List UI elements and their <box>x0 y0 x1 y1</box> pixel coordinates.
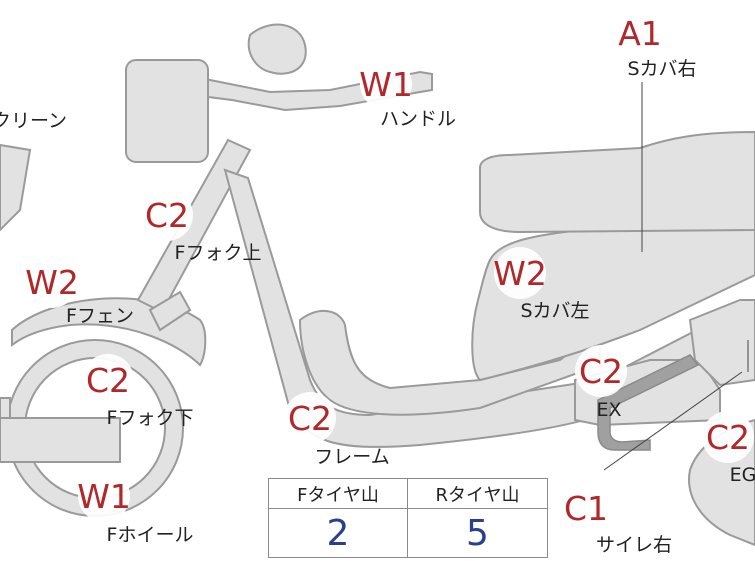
grade-badge-handle <box>360 58 412 110</box>
grade-text-engine: C2 <box>706 418 750 457</box>
grade-badge-frame <box>284 392 336 444</box>
part-label-exhaust: EX <box>596 399 621 421</box>
grade-text-scover-right: A1 <box>618 14 662 53</box>
grade-text-handle: W1 <box>359 65 413 104</box>
part-scover-right: A1 Sカバ右 <box>614 7 697 80</box>
grade-badge-scover-right <box>614 7 666 59</box>
grade-text-exhaust: C2 <box>579 352 623 391</box>
grade-text-ffork-upper: C2 <box>145 196 189 235</box>
part-label-scover-left: Sカバ左 <box>520 300 589 322</box>
part-fwheel: W1 Fホイール <box>77 470 193 546</box>
part-label-ffender: Fフェン <box>66 305 134 327</box>
screen-shape <box>0 143 32 232</box>
grade-badge-ffork-upper <box>141 189 193 241</box>
grade-text-silencer-right: C1 <box>564 489 608 528</box>
rear-tire-label: Rタイヤ山 <box>408 479 547 509</box>
silencer-leader <box>603 371 743 471</box>
part-label-ffork-lower: Fフォク下 <box>107 407 194 429</box>
part-label-handle: ハンドル <box>380 108 456 130</box>
grade-badge-ffork-lower <box>82 354 134 406</box>
part-engine: C2 EG <box>702 411 755 486</box>
part-label-silencer-right: サイレ右 <box>596 534 672 556</box>
part-screen: スクリーン <box>0 110 67 132</box>
grade-badge-engine <box>702 411 754 463</box>
part-scover-left: W2 Sカバ左 <box>493 247 590 322</box>
tire-tread-table: Fタイヤ山 Rタイヤ山 2 5 <box>268 478 548 558</box>
engine-block-shape <box>688 299 755 387</box>
part-ffork-lower: C2 Fフォク下 <box>82 354 193 429</box>
part-label-engine: EG <box>730 464 755 486</box>
grade-text-ffork-lower: C2 <box>86 361 130 400</box>
grade-badge-exhaust <box>575 345 627 397</box>
front-tire-value: 2 <box>269 509 408 557</box>
mirror-shape <box>247 23 307 75</box>
part-ffender: W2 Fフェン <box>25 256 134 327</box>
part-label-ffork-upper: Fフォク上 <box>175 242 262 264</box>
part-exhaust: C2 EX <box>575 345 627 421</box>
part-label-fwheel: Fホイール <box>107 524 194 546</box>
grade-text-fwheel: W1 <box>77 477 131 516</box>
exhaust-pipe-shape <box>597 354 700 451</box>
rear-tire-value: 5 <box>466 512 489 554</box>
grade-text-frame: C2 <box>288 399 332 438</box>
grade-badge-ffender <box>26 256 78 308</box>
headlight-shape <box>125 59 209 163</box>
front-fork-lower-shape <box>0 417 121 463</box>
front-fork-tube-shape <box>148 290 192 332</box>
seat-shape <box>479 130 755 234</box>
part-label-screen: スクリーン <box>0 110 67 132</box>
grade-badge-silencer-right <box>560 482 612 534</box>
part-frame: C2 フレーム <box>284 392 390 468</box>
part-handle: W1 ハンドル <box>359 58 456 130</box>
part-silencer-right: C1 サイレ右 <box>560 482 672 556</box>
grade-badge-fwheel <box>78 470 130 522</box>
part-label-scover-right: Sカバ右 <box>627 58 696 80</box>
grade-text-scover-left: W2 <box>493 254 547 293</box>
leg-shield-shape <box>298 310 601 416</box>
part-ffork-upper: C2 Fフォク上 <box>141 189 261 264</box>
grade-text-ffender: W2 <box>25 263 79 302</box>
front-hub-shape <box>0 397 11 419</box>
grade-badge-scover-left <box>494 247 546 299</box>
front-tire-label: Fタイヤ山 <box>269 479 408 509</box>
part-label-frame: フレーム <box>314 446 389 468</box>
